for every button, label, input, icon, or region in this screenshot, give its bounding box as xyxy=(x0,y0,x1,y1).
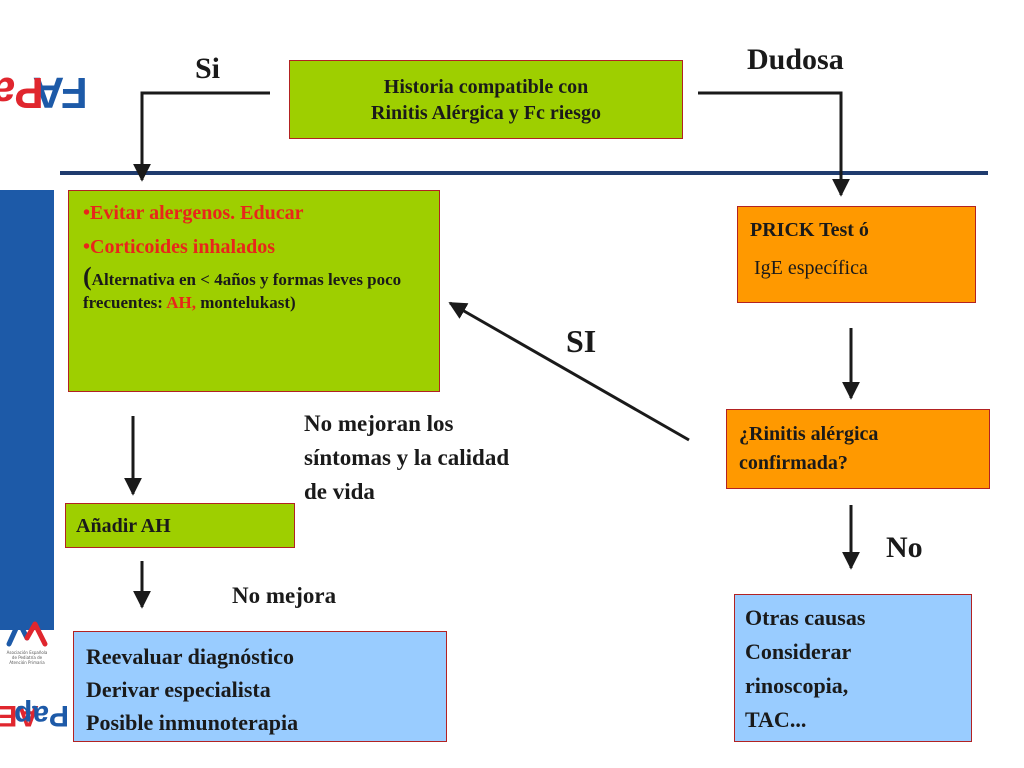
tratamiento-item-corticoides: •Corticoides inhalados xyxy=(83,236,276,258)
tratamiento-alternativa: (Alternativa en < 4años y formas leves p… xyxy=(83,262,429,314)
aepap-mark-icon xyxy=(6,619,48,647)
reevaluar-line2: Derivar especialista xyxy=(86,677,271,702)
alt-text: Alternativa en < 4años y formas leves po… xyxy=(83,270,402,312)
box-reevaluar: Reevaluar diagnóstico Derivar especialis… xyxy=(73,631,447,742)
aepap-logo: Asociación Española de Pediatría de Aten… xyxy=(0,618,70,764)
otras-line4: TAC... xyxy=(745,707,807,732)
reevaluar-line3: Posible inmunoterapia xyxy=(86,710,299,735)
box-historia: Historia compatible con Rinitis Alérgica… xyxy=(289,60,683,139)
box-historia-line2: Rinitis Alérgica y Fc riesgo xyxy=(371,101,601,124)
otras-line2: Considerar xyxy=(745,639,852,664)
alt-open-paren: ( xyxy=(83,262,92,291)
label-no-mejora: No mejora xyxy=(232,583,337,608)
connector-dudosa xyxy=(698,91,850,197)
connector-si xyxy=(133,91,270,182)
box-anadir-ah: Añadir AH xyxy=(65,503,295,548)
alt-red-ah: AH, xyxy=(166,293,196,312)
box-rinitis-confirmada: ¿Rinitis alérgica confirmada? xyxy=(726,409,990,489)
anadir-text: Añadir AH xyxy=(76,515,171,537)
header-divider-line xyxy=(60,171,988,175)
rinitis-line2: confirmada? xyxy=(739,452,848,474)
alt-end: montelukast) xyxy=(196,293,296,312)
rinitis-line1: ¿Rinitis alérgica xyxy=(739,423,879,445)
box-prick-test: PRICK Test ó IgE específica xyxy=(737,206,976,303)
sidebar: FAPap Asociación Española de Pediatría d… xyxy=(0,0,88,768)
label-si: Si xyxy=(195,52,221,85)
box-historia-line1: Historia compatible con xyxy=(383,75,589,98)
label-no: No xyxy=(886,531,923,564)
tratamiento-item-evitar: •Evitar alergenos. Educar xyxy=(83,202,304,224)
label-dudosa: Dudosa xyxy=(747,43,844,76)
reevaluar-line1: Reevaluar diagnóstico xyxy=(86,644,294,669)
arrow-si-back xyxy=(448,301,690,442)
prick-line2: IgE específica xyxy=(754,257,868,279)
box-otras-causas: Otras causas Considerar rinoscopia, TAC.… xyxy=(734,594,972,742)
otras-line3: rinoscopia, xyxy=(745,673,849,698)
box-tratamiento: •Evitar alergenos. Educar •Corticoides i… xyxy=(68,190,440,392)
label-no-mejoran: No mejoran los síntomas y la calidad de … xyxy=(304,411,510,504)
aepap-small-text: Asociación Española de Pediatría de Aten… xyxy=(6,650,48,665)
label-si-confirmed: SI xyxy=(566,323,597,359)
prick-line1: PRICK Test ó xyxy=(750,219,869,241)
sidebar-band xyxy=(0,190,54,630)
otras-line1: Otras causas xyxy=(745,605,866,630)
